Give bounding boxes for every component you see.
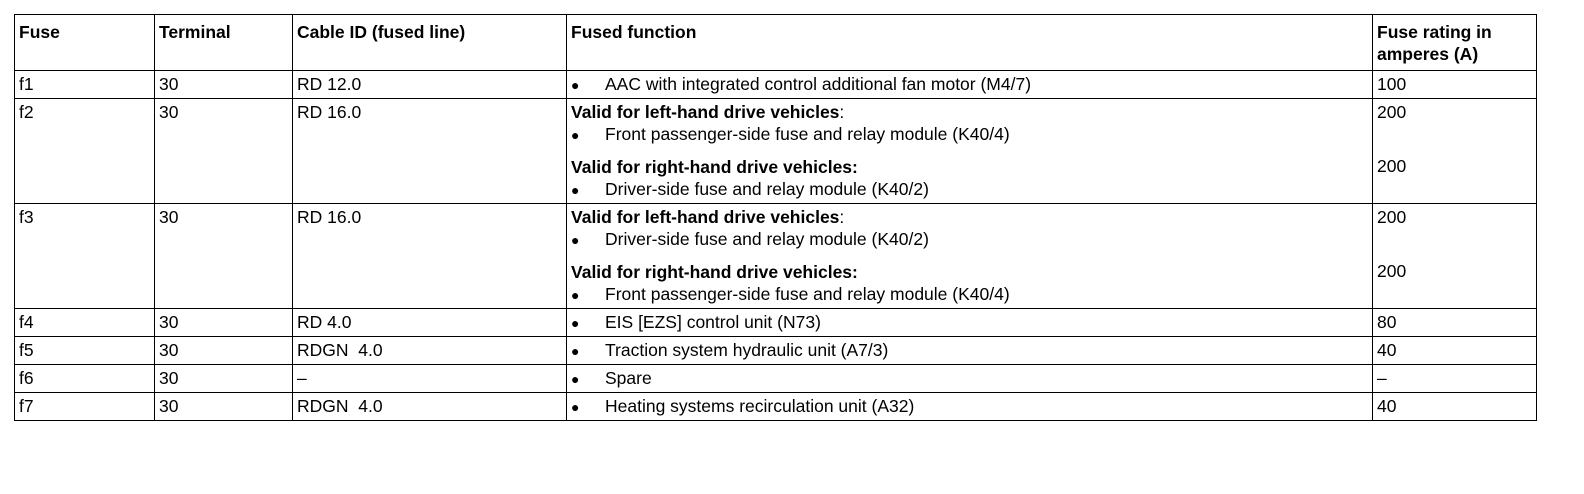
function-text: Driver-side fuse and relay module (K40/2… (605, 179, 929, 199)
function-text: Spare (605, 368, 652, 388)
cable-cell: RD 4.0 (292, 308, 567, 337)
rating-cell: 40 (1372, 336, 1537, 365)
fuse-cell: f2 (14, 98, 155, 204)
header-fuse-rating: Fuse rating in amperes (A) (1372, 14, 1537, 71)
rating-cell: 200 200 (1372, 203, 1537, 309)
terminal-cell: 30 (154, 364, 293, 393)
lhd-rating: 200 (1377, 207, 1407, 227)
function-text: AAC with integrated control additional f… (605, 74, 1032, 94)
table-row: f4 30 RD 4.0 ● EIS [EZS] control unit (N7… (14, 308, 1537, 337)
table-row: f1 30 RD 12.0 ● AAC with integrated contr… (14, 70, 1537, 99)
table-row: f3 30 RD 16.0 Valid for left-hand drive … (14, 203, 1537, 309)
fuse-cell: f3 (14, 203, 155, 309)
cable-cell: RD 12.0 (292, 70, 567, 99)
function-cell: Valid for left-hand drive vehicles: ● Dri… (566, 203, 1373, 309)
terminal-cell: 30 (154, 308, 293, 337)
bullet-icon: ● (571, 287, 580, 303)
header-row: Fuse Terminal Cable ID (fused line) Fuse… (14, 14, 1537, 71)
function-text: Front passenger-side fuse and relay modu… (605, 284, 1010, 304)
cable-cell: RD 16.0 (292, 98, 567, 204)
terminal-cell: 30 (154, 203, 293, 309)
bullet-icon: ● (571, 182, 580, 198)
rating-cell: 200 200 (1372, 98, 1537, 204)
function-cell: ● AAC with integrated control additional … (566, 70, 1373, 99)
table-row: f7 30 RDGN 4.0 ● Heating systems recircul… (14, 392, 1537, 421)
rating-cell: 100 (1372, 70, 1537, 99)
function-cell: ● Traction system hydraulic unit (A7/3) (566, 336, 1373, 365)
bullet-icon: ● (571, 127, 580, 143)
lhd-label: Valid for left-hand drive vehicles: (571, 102, 845, 122)
function-text: Driver-side fuse and relay module (K40/2… (605, 229, 929, 249)
function-cell: ● EIS [EZS] control unit (N73) (566, 308, 1373, 337)
function-text: Heating systems recirculation unit (A32) (605, 396, 915, 416)
fuse-cell: f6 (14, 364, 155, 393)
fuse-cell: f5 (14, 336, 155, 365)
lhd-rating: 200 (1377, 102, 1407, 122)
cable-cell: RD 16.0 (292, 203, 567, 309)
function-text: Traction system hydraulic unit (A7/3) (605, 340, 889, 360)
table-row: f6 30 – ● Spare – (14, 364, 1537, 393)
function-cell: Valid for left-hand drive vehicles: ● Fro… (566, 98, 1373, 204)
function-cell: ● Spare (566, 364, 1373, 393)
terminal-cell: 30 (154, 336, 293, 365)
bullet-icon: ● (571, 371, 580, 387)
bullet-icon: ● (571, 232, 580, 248)
function-cell: ● Heating systems recirculation unit (A32… (566, 392, 1373, 421)
cable-cell: – (292, 364, 567, 393)
fuse-cell: f1 (14, 70, 155, 99)
rhd-rating: 200 (1377, 261, 1407, 281)
header-terminal: Terminal (154, 14, 293, 71)
rating-cell: 80 (1372, 308, 1537, 337)
rhd-label: Valid for right-hand drive vehicles: (571, 157, 858, 177)
terminal-cell: 30 (154, 98, 293, 204)
fuse-cell: f7 (14, 392, 155, 421)
rating-cell: 40 (1372, 392, 1537, 421)
bullet-icon: ● (571, 343, 580, 359)
header-fuse: Fuse (14, 14, 155, 71)
header-fused-function: Fused function (566, 14, 1373, 71)
rhd-rating: 200 (1377, 156, 1407, 176)
bullet-icon: ● (571, 399, 580, 415)
function-text: Front passenger-side fuse and relay modu… (605, 124, 1010, 144)
terminal-cell: 30 (154, 392, 293, 421)
bullet-icon: ● (571, 315, 580, 331)
fuse-cell: f4 (14, 308, 155, 337)
rating-cell: – (1372, 364, 1537, 393)
lhd-label: Valid for left-hand drive vehicles: (571, 207, 845, 227)
table-row: f5 30 RDGN 4.0 ● Traction system hydrauli… (14, 336, 1537, 365)
fuse-table: Fuse Terminal Cable ID (fused line) Fuse… (14, 14, 1537, 421)
cable-cell: RDGN 4.0 (292, 336, 567, 365)
bullet-icon: ● (571, 77, 580, 93)
header-cable-id: Cable ID (fused line) (292, 14, 567, 71)
table-row: f2 30 RD 16.0 Valid for left-hand drive … (14, 98, 1537, 204)
cable-cell: RDGN 4.0 (292, 392, 567, 421)
function-text: EIS [EZS] control unit (N73) (605, 312, 821, 332)
terminal-cell: 30 (154, 70, 293, 99)
rhd-label: Valid for right-hand drive vehicles: (571, 262, 858, 282)
